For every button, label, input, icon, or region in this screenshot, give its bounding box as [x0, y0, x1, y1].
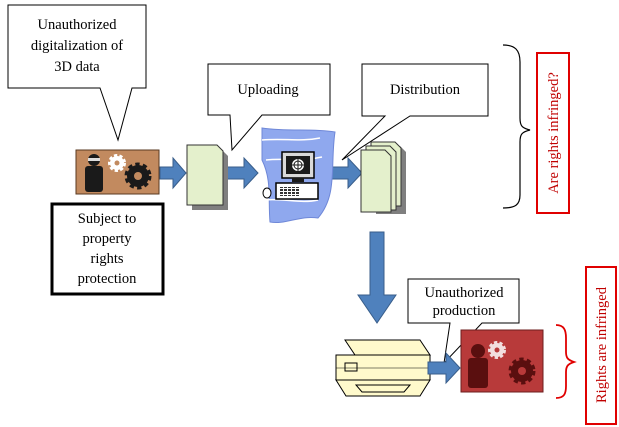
answer-label: Rights are infringed: [585, 266, 617, 425]
callout-production: Unauthorized production: [407, 278, 520, 365]
3d-object-result-photo-icon: [460, 329, 544, 393]
callout-uploading-label: Uploading: [237, 82, 298, 98]
callout-distribution-label: Distribution: [390, 82, 461, 98]
protection-line-2: property: [82, 231, 132, 247]
arrow-to-result: [427, 351, 461, 385]
callout-production-line-2: production: [433, 303, 497, 319]
answer-label-text: Rights are infringed: [594, 286, 610, 403]
bracket-answer: [555, 324, 577, 399]
callout-digitalization: Unauthorized digitalization of 3D data: [7, 4, 147, 142]
3d-object-photo-icon: [75, 149, 160, 195]
document-stack-icon: [360, 141, 406, 214]
callout-uploading: Uploading: [207, 63, 331, 152]
question-label: Are rights infringed?: [536, 52, 570, 214]
arrow-down-to-printer: [357, 231, 397, 324]
protection-line-1: Subject to: [78, 211, 136, 227]
callout-digitalization-line-2: digitalization of: [31, 38, 123, 54]
callout-digitalization-line-3: 3D data: [54, 59, 100, 75]
computer-upload-icon: [261, 127, 336, 224]
callout-production-line-1: Unauthorized: [425, 285, 505, 301]
protection-line-3: rights: [90, 251, 123, 267]
document-icon: [186, 144, 228, 210]
3d-printer-icon: [335, 339, 431, 397]
arrow-to-document: [159, 156, 187, 190]
callout-distribution: Distribution: [341, 63, 489, 161]
question-label-text: Are rights infringed?: [546, 72, 562, 194]
callout-digitalization-line-1: Unauthorized: [38, 17, 118, 33]
protection-box: Subject to property rights protection: [50, 202, 165, 296]
bracket-question: [502, 44, 531, 209]
protection-line-4: protection: [78, 271, 138, 287]
